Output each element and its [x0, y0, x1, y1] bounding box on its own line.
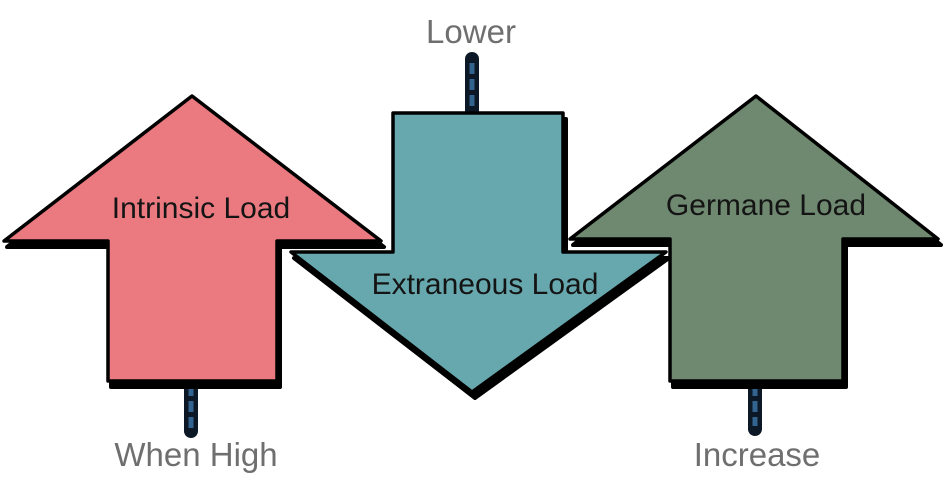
- extraneous-arrow-shape: [289, 111, 668, 394]
- intrinsic-arrow-label: Intrinsic Load: [112, 192, 290, 225]
- extraneous-arrow-label: Extraneous Load: [372, 268, 599, 301]
- germane-arrow: [568, 94, 943, 389]
- germane-arrow-label: Germane Load: [666, 189, 866, 222]
- intrinsic-arrow-shape: [2, 94, 383, 383]
- annotation-increase: Increase: [694, 436, 821, 473]
- annotation-when-high: When High: [114, 436, 277, 473]
- germane-arrow-shape: [568, 94, 940, 383]
- intrinsic-arrow: [2, 94, 386, 389]
- extraneous-arrow: [289, 111, 671, 400]
- annotation-lower: Lower: [426, 13, 516, 50]
